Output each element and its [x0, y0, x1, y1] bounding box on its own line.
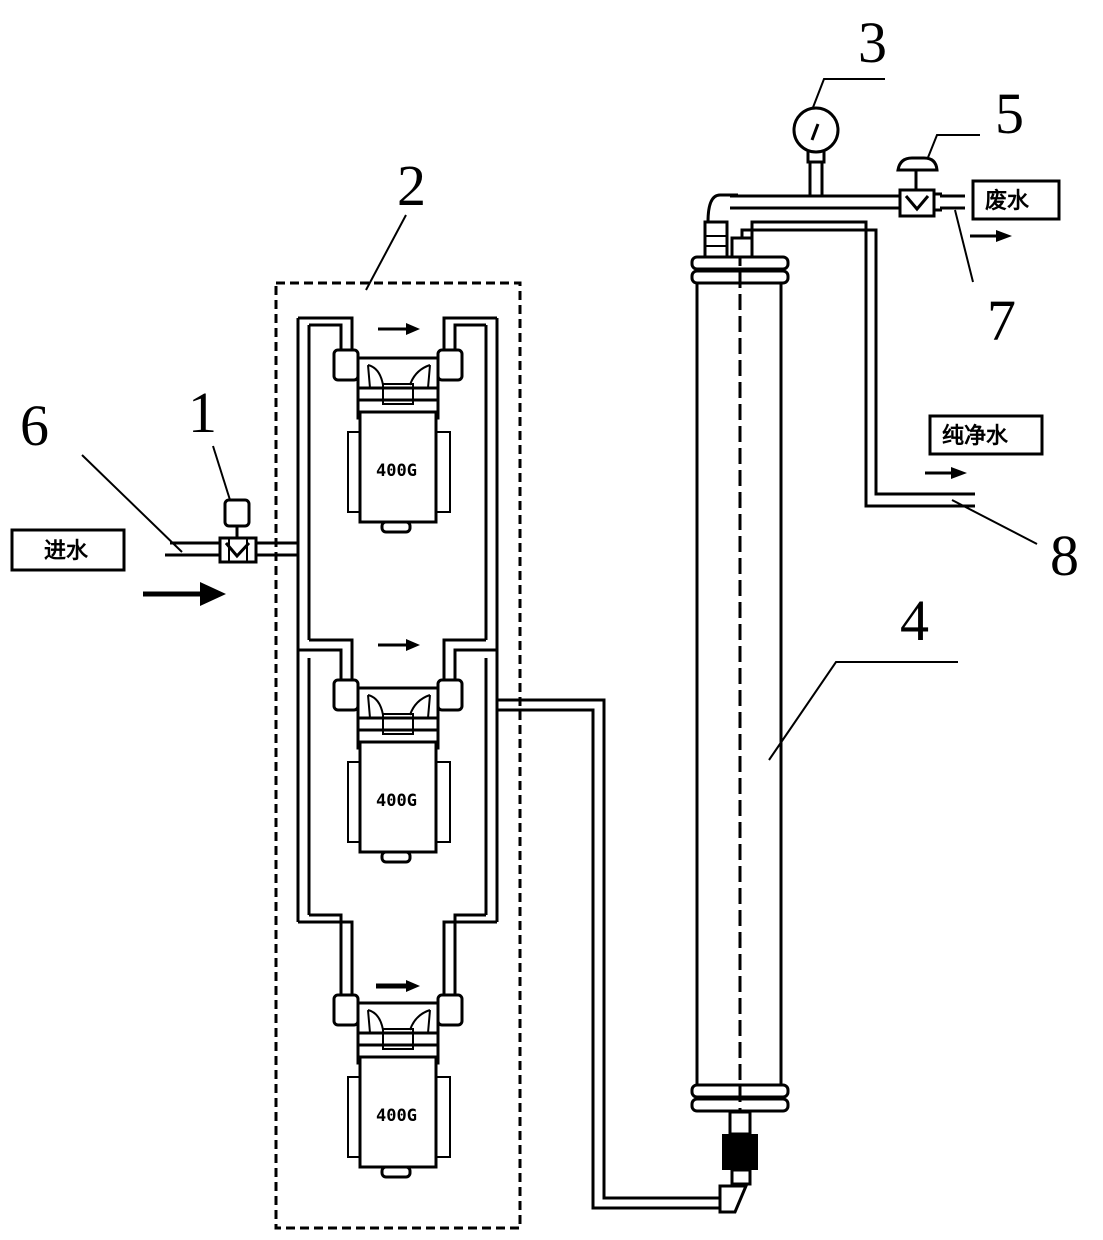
pump-manifold-pipes — [296, 316, 499, 997]
booster-pump-icon: 400G — [332, 348, 464, 534]
label-number-2: 2 — [397, 153, 426, 218]
leader-7 — [954, 209, 974, 283]
ro-membrane-housing-icon — [690, 220, 790, 1214]
label-number-1: 1 — [188, 380, 217, 445]
leader-3 — [811, 78, 885, 111]
booster-pump-icon: 400G — [332, 678, 464, 864]
pump-flow-arrow-icon — [376, 980, 420, 992]
pump-model-label: 400G — [376, 461, 417, 481]
label-number-8: 8 — [1050, 523, 1079, 588]
waste-valve-icon — [896, 156, 942, 218]
label-number-4: 4 — [900, 588, 929, 653]
pure-water-flow-arrow-icon — [925, 467, 967, 479]
label-number-3: 3 — [858, 10, 887, 75]
leader-1 — [212, 445, 231, 501]
label-number-6: 6 — [20, 393, 49, 458]
pump-model-label: 400G — [376, 791, 417, 811]
waste-pipe — [706, 193, 965, 223]
label-number-7: 7 — [987, 288, 1016, 353]
feed-pipe-to-membrane — [497, 698, 722, 1210]
pure-water-label: 纯净水 — [942, 423, 1009, 449]
leader-4 — [768, 661, 958, 761]
waste-label-box: 废水 — [971, 179, 1061, 221]
pump-model-label: 400G — [376, 1106, 417, 1126]
pump-group-boundary — [274, 281, 522, 1230]
inlet-label-box: 进水 — [10, 528, 126, 572]
booster-pump-icon: 400G — [332, 993, 464, 1179]
inlet-label: 进水 — [44, 539, 89, 564]
leader-6 — [81, 454, 183, 553]
pump-flow-arrow-icon — [378, 639, 420, 651]
waste-flow-arrow-icon — [970, 230, 1012, 242]
inlet-arrow-icon — [143, 582, 226, 606]
leader-2 — [365, 214, 407, 291]
pure-water-pipe — [740, 220, 975, 508]
waste-label: 废水 — [985, 188, 1030, 214]
pressure-gauge-icon — [792, 106, 840, 196]
pure-water-label-box: 纯净水 — [928, 414, 1044, 456]
pump-flow-arrow-icon — [378, 323, 420, 335]
label-number-5: 5 — [995, 81, 1024, 146]
leader-5 — [926, 134, 980, 161]
solenoid-valve-icon — [218, 498, 258, 564]
